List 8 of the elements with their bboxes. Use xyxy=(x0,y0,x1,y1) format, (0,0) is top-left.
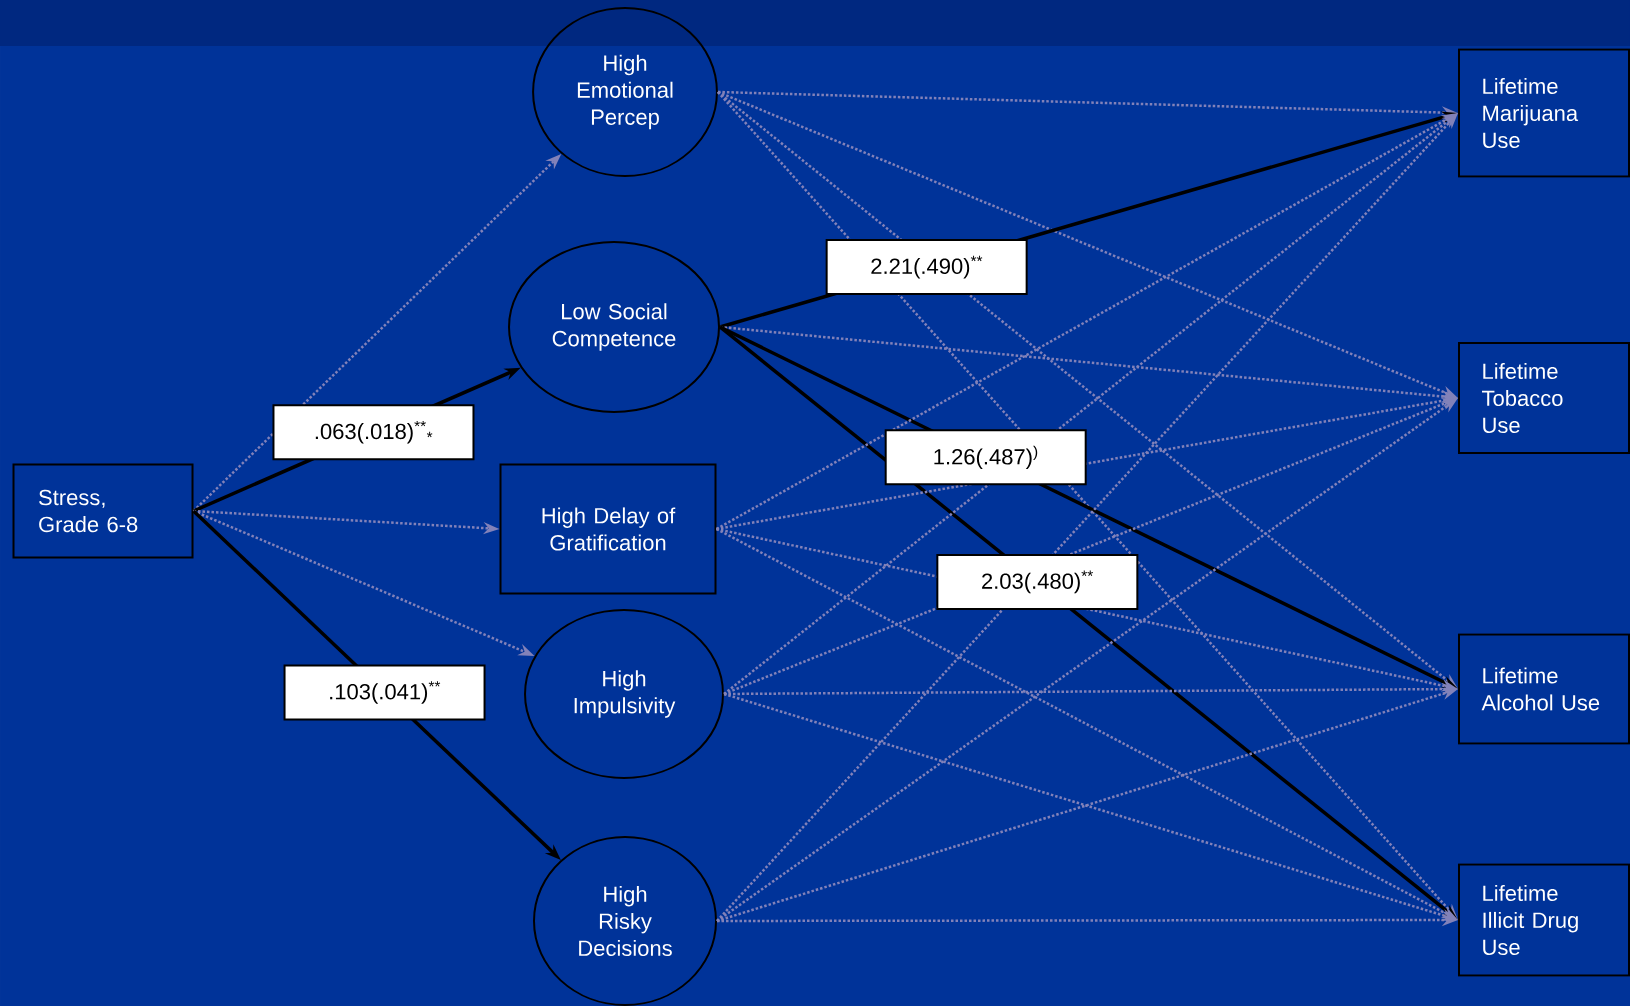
variable-box: Lifetime Alcohol Use xyxy=(1458,633,1630,745)
variable-box: Stress, Grade 6-8 xyxy=(12,463,194,559)
variable-box: Lifetime Illicit Drug Use xyxy=(1458,863,1630,977)
variable-box: Lifetime Marijuana Use xyxy=(1458,48,1630,178)
variable-box: Lifetime Tobacco Use xyxy=(1458,342,1630,454)
edge-label: .103(.041)$^{**}$ xyxy=(283,664,486,721)
variable-box: High Delay of Gratification xyxy=(499,463,717,595)
edge-label: .063(.018)$^{**}$* xyxy=(272,404,475,461)
